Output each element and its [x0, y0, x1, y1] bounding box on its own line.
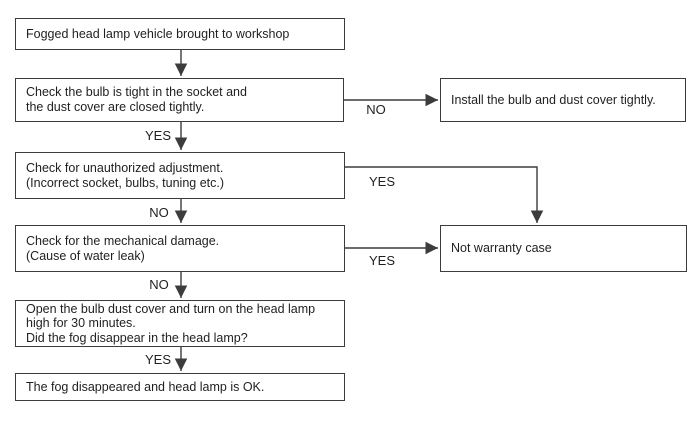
node-check-adjustment: Check for unauthorized adjustment. (Inco… — [15, 152, 345, 199]
node-fog-ok: The fog disappeared and head lamp is OK. — [15, 373, 345, 401]
edge-label-check-bulb-no: NO — [366, 102, 386, 117]
edge-label-fog-test-yes: YES — [144, 352, 171, 367]
node-check-bulb: Check the bulb is tight in the socket an… — [15, 78, 344, 122]
edge-label-check-adjustment-no: NO — [149, 205, 169, 220]
edge-label-check-bulb-yes: YES — [144, 128, 171, 143]
node-start: Fogged head lamp vehicle brought to work… — [15, 18, 345, 50]
arrow-adjustment-to-not-warranty — [345, 166, 544, 223]
node-fog-test: Open the bulb dust cover and turn on the… — [15, 300, 345, 347]
node-not-warranty: Not warranty case — [440, 225, 687, 272]
edge-label-check-damage-no: NO — [149, 277, 169, 292]
edge-label-check-adjustment-yes: YES — [368, 174, 395, 189]
edge-label-check-damage-yes: YES — [368, 253, 395, 268]
node-install-cover: Install the bulb and dust cover tightly. — [440, 78, 686, 122]
node-check-damage: Check for the mechanical damage. (Cause … — [15, 225, 345, 272]
